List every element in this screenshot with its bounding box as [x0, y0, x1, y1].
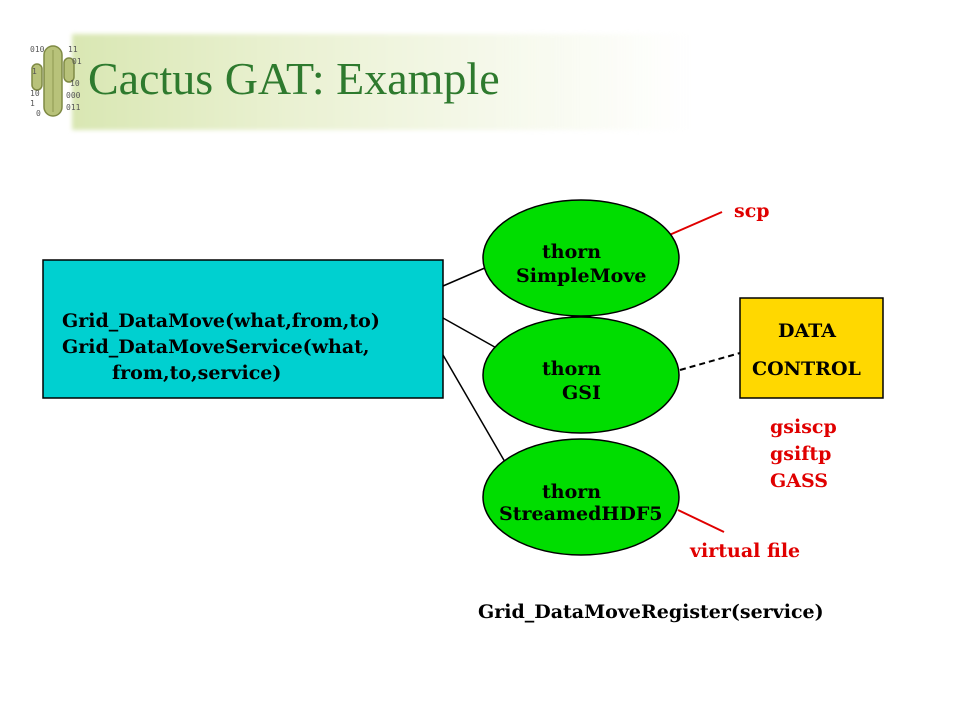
logo-digits-right-2: 01 — [72, 57, 82, 66]
logo-digits-left-2: 1 — [32, 67, 37, 76]
logo-digits-left-5: 0 — [36, 109, 41, 118]
thorn-simplemove-word: thorn — [542, 241, 602, 263]
api-box — [42, 259, 444, 399]
thorn-gsi-node — [482, 316, 680, 434]
data-control-line-1: DATA — [778, 320, 837, 342]
data-control-line-2: CONTROL — [752, 358, 861, 380]
logo-digits-right-5: 011 — [66, 103, 81, 112]
logo-digits-left-3: 10 — [30, 89, 40, 98]
thorn-streamedhdf5-name: StreamedHDF5 — [499, 503, 663, 525]
logo-digits-right-4: 000 — [66, 91, 81, 100]
virtual-file-label: virtual file — [690, 540, 801, 562]
gsiscp-label: gsiscp — [770, 416, 837, 438]
connector-streamedhdf5 — [442, 354, 506, 463]
logo-digits-left-4: 1 — [30, 99, 35, 108]
title-background — [72, 34, 692, 130]
scp-label: scp — [734, 200, 770, 222]
thorn-gsi-name: GSI — [562, 382, 601, 404]
api-line-3: from,to,service) — [112, 362, 282, 384]
api-line-2: Grid_DataMoveService(what, — [62, 336, 370, 358]
thorn-simplemove-node — [482, 199, 680, 317]
data-control-box — [739, 297, 884, 399]
gsiftp-label: gsiftp — [770, 443, 832, 465]
logo-digits-left-1: 010 — [30, 45, 45, 54]
register-call-label: Grid_DataMoveRegister(service) — [478, 601, 824, 623]
thorn-gsi-word: thorn — [542, 358, 602, 380]
logo-digits-right-1: 11 — [68, 45, 78, 54]
cactus-logo: 010 11 01 1 10 10 000 1 0 011 — [30, 45, 82, 118]
thorn-streamedhdf5-word: thorn — [542, 481, 602, 503]
thorn-simplemove-name: SimpleMove — [516, 265, 647, 287]
scp-pointer — [666, 211, 723, 237]
connector-gsi — [442, 317, 501, 351]
logo-digits-right-3: 10 — [70, 79, 80, 88]
data-control-dashed-link — [679, 352, 741, 371]
api-line-1: Grid_DataMove(what,from,to) — [62, 310, 380, 332]
virtual-file-pointer — [677, 509, 725, 533]
gass-label: GASS — [770, 470, 828, 492]
slide-title: Cactus GAT: Example — [88, 53, 500, 104]
thorn-streamedhdf5-node — [482, 438, 680, 556]
